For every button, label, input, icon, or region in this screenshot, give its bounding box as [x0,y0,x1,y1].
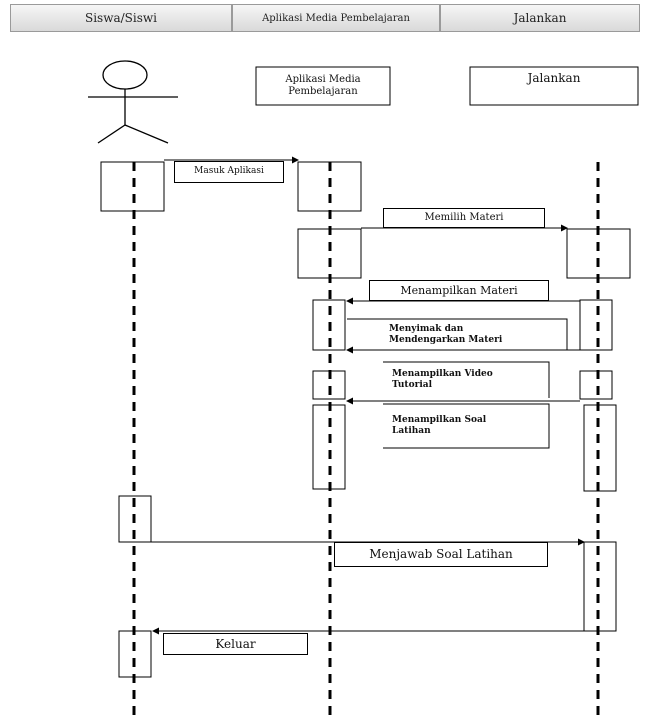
label-soal-latihan: Menampilkan Soal Latihan [384,406,548,446]
actor-activation-2 [118,495,152,543]
header-aplikasi-label: Aplikasi Media Pembelajaran [262,12,410,24]
label-video-tutorial: Menampilkan Video Tutorial [384,363,548,397]
label-menjawab-soal-text: Menjawab Soal Latihan [369,547,513,561]
app-activation-1 [297,161,362,212]
app-activation-3 [312,299,346,351]
run-lifeline-box [469,66,639,106]
header-siswa-label: Siswa/Siswi [84,11,157,25]
actor-stick-figure [88,60,178,144]
label-menampilkan-materi-text: Menampilkan Materi [400,283,518,297]
actor-activation-3 [118,630,152,678]
label-keluar: Keluar [163,633,308,655]
header-jalankan-label: Jalankan [513,11,567,25]
label-video-tutorial-text: Menampilkan Video Tutorial [392,368,493,390]
label-memilih-materi-text: Memilih Materi [424,211,504,223]
label-menyimak: Menyimak dan Mendengarkan Materi [381,322,566,348]
actor-left-leg [97,124,126,144]
app-lifeline-label: Aplikasi Media Pembelajaran [257,68,389,104]
app-activation-5 [312,404,346,490]
app-lifeline-box [255,66,391,106]
run-activation-5 [583,541,617,632]
run-lifeline-text: Jalankan [527,70,581,85]
run-lifeline-label: Jalankan [471,68,637,88]
label-menampilkan-materi: Menampilkan Materi [369,280,549,301]
run-activation-1 [566,228,631,279]
actor-activation-1 [100,161,165,212]
actor-right-leg [124,124,169,144]
frame-video [383,361,550,398]
app-activation-2 [297,228,362,279]
header-siswa: Siswa/Siswi [10,4,232,32]
label-menyimak-text: Menyimak dan Mendengarkan Materi [389,323,503,345]
run-activation-2 [579,299,613,351]
label-masuk-aplikasi-text: Masuk Aplikasi [194,166,264,177]
run-activation-3 [579,370,613,400]
label-menjawab-soal: Menjawab Soal Latihan [334,542,548,567]
actor-head [102,60,148,90]
label-soal-latihan-text: Menampilkan Soal Latihan [392,414,487,436]
frame-soal [383,403,550,449]
app-lifeline-text: Aplikasi Media Pembelajaran [285,73,361,98]
label-keluar-text: Keluar [215,636,256,651]
run-activation-4 [583,404,617,492]
label-memilih-materi: Memilih Materi [383,208,545,228]
frame-menyimak [347,318,568,350]
header-jalankan: Jalankan [440,4,640,32]
app-activation-4 [312,370,346,400]
label-masuk-aplikasi: Masuk Aplikasi [174,161,284,183]
header-aplikasi: Aplikasi Media Pembelajaran [232,4,440,32]
